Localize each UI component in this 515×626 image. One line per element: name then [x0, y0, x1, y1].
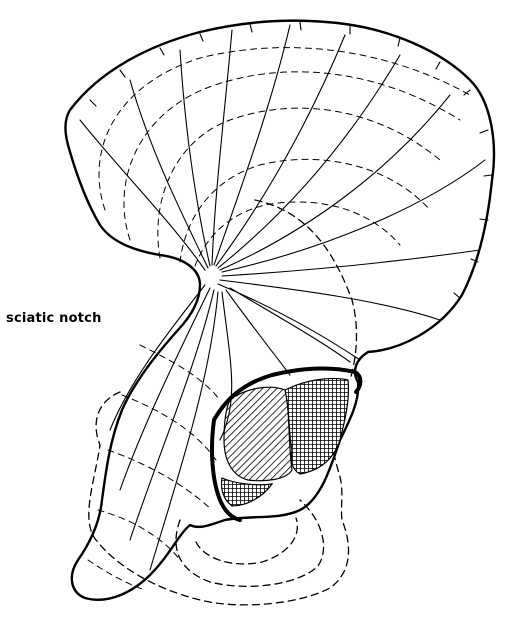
dashed-obturator-outline — [176, 500, 324, 586]
hatched-surface — [224, 387, 292, 480]
sciatic-notch-label: sciatic notch — [6, 311, 102, 326]
crosshatched-surface — [285, 378, 348, 474]
crosshatched-surface-lower — [221, 478, 272, 506]
trajectory-lines-ilium — [80, 25, 485, 360]
pelvis-outline — [66, 21, 494, 600]
trajectory-arcs-ilium — [99, 48, 470, 266]
dashed-acetabular-arc — [255, 200, 356, 380]
